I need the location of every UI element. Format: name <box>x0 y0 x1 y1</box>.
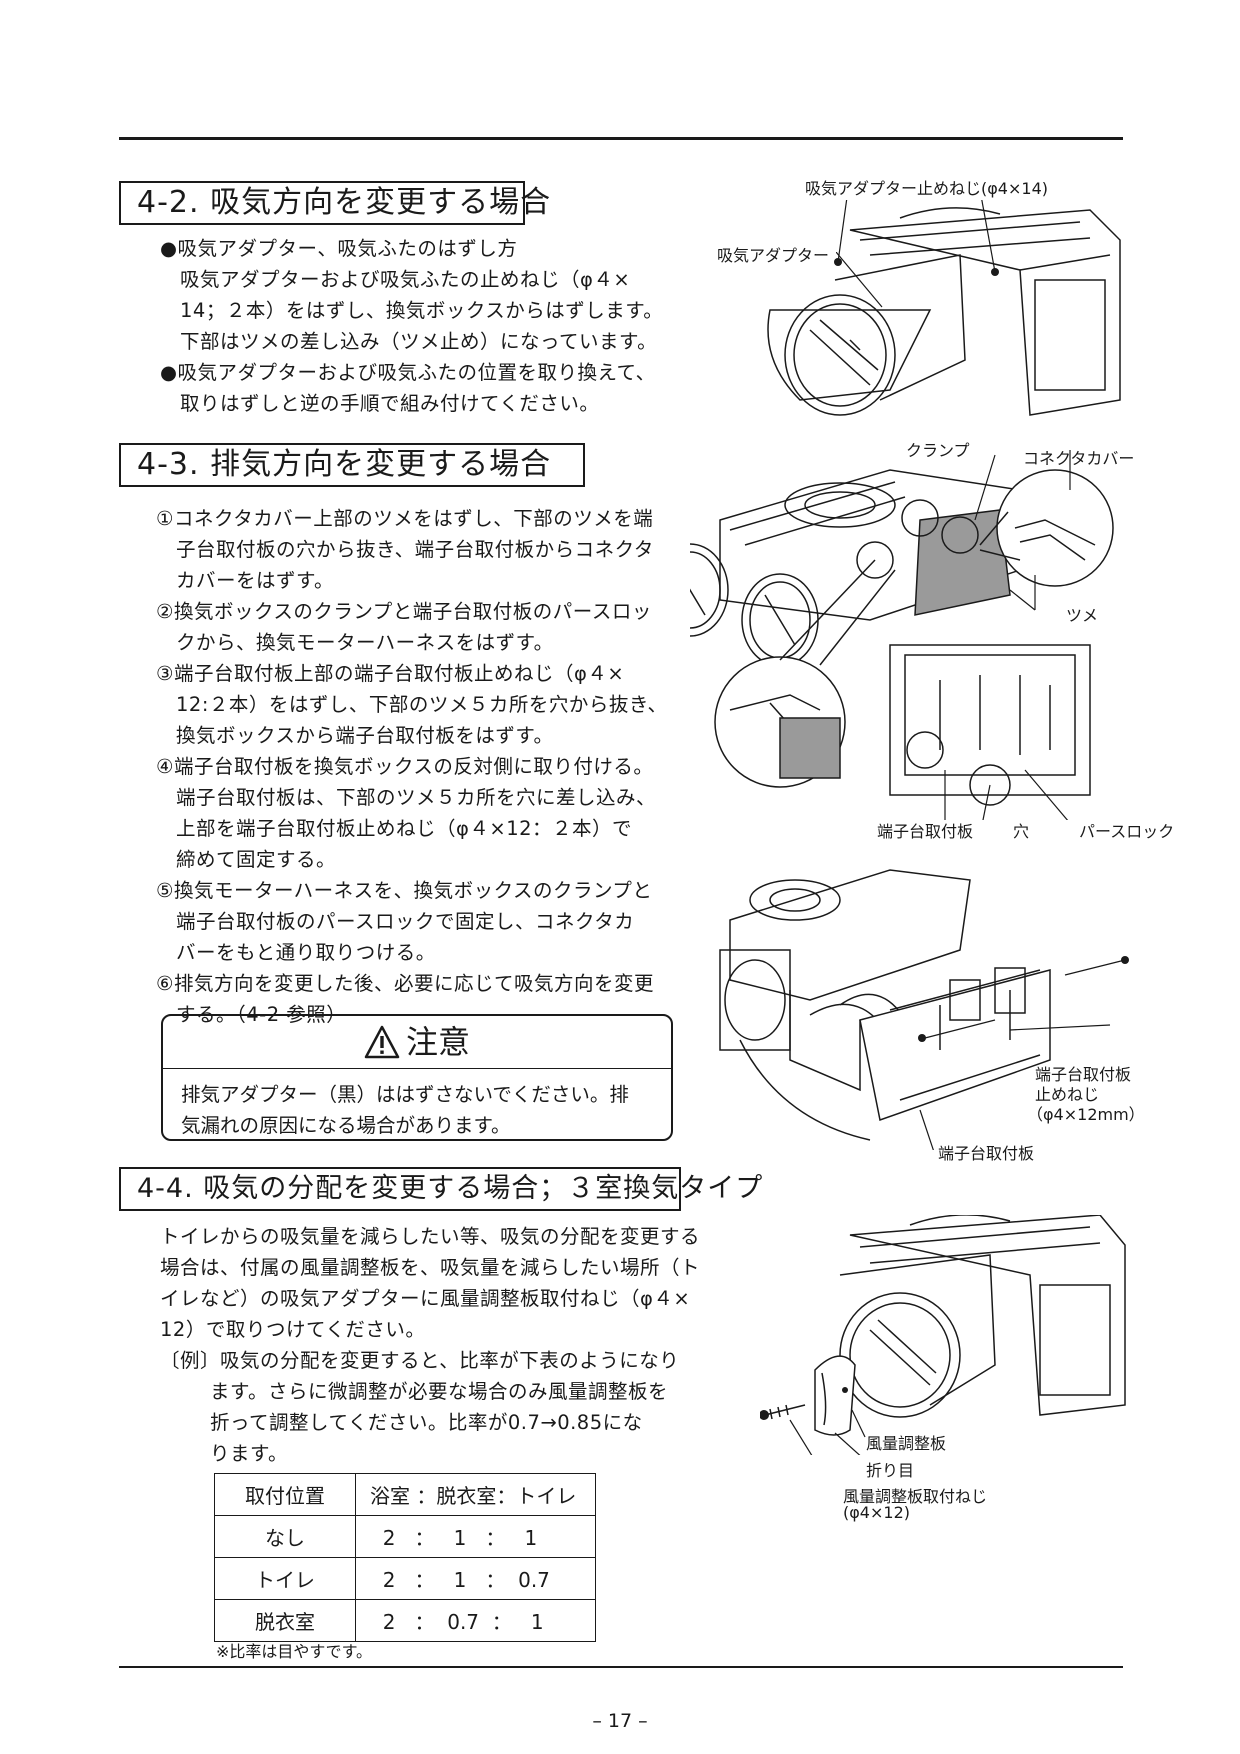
table-cell: なし <box>214 1515 356 1558</box>
text-line: ①コネクタカバー上部のツメをはずし、下部のツメを端 <box>156 507 654 530</box>
text-line: 下部はツメの差し込み（ツメ止め）になっています。 <box>180 330 658 353</box>
caution-heading: 注意 <box>163 1016 671 1069</box>
caution-body: 排気アダプター（黒）ははずさないでください。排 気漏れの原因になる場合があります… <box>163 1069 671 1141</box>
fig4-screw-label-2: (φ4×12) <box>843 1503 910 1522</box>
top-rule <box>119 137 1123 140</box>
text-line: 端子台取付板のパースロックで固定し、コネクタカ <box>176 910 635 933</box>
text-line: 気漏れの原因になる場合があります。 <box>181 1114 511 1137</box>
text-line: 締めて固定する。 <box>176 848 337 871</box>
text-line: 〔例〕吸気の分配を変更すると、比率が下表のようになり <box>160 1349 680 1372</box>
section-4-4-title: 4-4. 吸気の分配を変更する場合；３室換気タイプ <box>119 1167 762 1211</box>
table-cell: 2 ： 0.7 ： 1 <box>355 1599 596 1642</box>
fig4-screw-label-1: 風量調整板取付ねじ <box>843 1487 988 1506</box>
text-line: 換気ボックスから端子台取付板をはずす。 <box>176 724 554 747</box>
intake-adapter-figure <box>767 200 1121 416</box>
fig2-tsume-label: ツメ <box>1066 606 1099 625</box>
text-line: 上部を端子台取付板止めねじ（φ４×12：２本）で <box>176 817 633 840</box>
fig4-damper-label: 風量調整板 <box>866 1434 947 1453</box>
section-4-3-body: ①コネクタカバー上部のツメをはずし、下部のツメを端 子台取付板の穴から抜き、端子… <box>156 503 668 1030</box>
section-4-2-title: 4-2. 吸気方向を変更する場合 <box>119 181 550 225</box>
text-line: バーをもと通り取りつける。 <box>176 941 436 964</box>
text-line: 12:２本）をはずし、下部のツメ５カ所を穴から抜き、 <box>176 693 668 716</box>
section-4-4-body: トイレからの吸気量を減らしたい等、吸気の分配を変更する 場合は、付属の風量調整板… <box>160 1221 700 1469</box>
table-cell: トイレ <box>214 1557 356 1600</box>
text-line: 14；２本）をはずし、換気ボックスからはずします。 <box>180 299 664 322</box>
table-cell: 2 ： 1 ： 0.7 <box>355 1557 596 1600</box>
fig2-terminal-plate-label: 端子台取付板 <box>877 822 974 841</box>
terminal-plate-figure <box>719 869 1129 1150</box>
table-header-row: 取付位置 浴室 ：脱衣室：トイレ <box>214 1473 596 1516</box>
table-cell: 浴室 ：脱衣室：トイレ <box>355 1473 596 1516</box>
fig2-perslock-label: パースロック <box>1079 822 1175 841</box>
text-line: 取りはずしと逆の手順で組み付けてください。 <box>180 392 600 415</box>
text-line: ⑥排気方向を変更した後、必要に応じて吸気方向を変更 <box>156 972 654 995</box>
fig3-screw-label-3: （φ4×12mm） <box>1027 1105 1145 1124</box>
text-line: ります。 <box>210 1442 289 1465</box>
page-number: – 17 – <box>592 1710 648 1732</box>
text-line: ③端子台取付板上部の端子台取付板止めねじ（φ４× <box>156 662 625 685</box>
text-line: 吸気アダプターおよび吸気ふたの止めねじ（φ４× <box>180 268 631 291</box>
text-line: ●吸気アダプターおよび吸気ふたの位置を取り換えて、 <box>160 361 656 384</box>
table-row: トイレ 2 ： 1 ： 0.7 <box>214 1557 596 1600</box>
text-line: ●吸気アダプター、吸気ふたのはずし方 <box>160 237 518 260</box>
connector-cover-figure <box>690 450 1114 820</box>
fig3-plate-label: 端子台取付板 <box>938 1144 1035 1163</box>
fig3-screw-label-2: 止めねじ <box>1035 1085 1100 1104</box>
section-4-2-body: ●吸気アダプター、吸気ふたのはずし方 吸気アダプターおよび吸気ふたの止めねじ（φ… <box>160 233 663 419</box>
table-cell: 取付位置 <box>214 1473 356 1516</box>
text-line: ④端子台取付板を換気ボックスの反対側に取り付ける。 <box>156 755 654 778</box>
fig2-connector-cover-label: コネクタカバー <box>1023 449 1135 468</box>
damper-plate-figure <box>760 1215 1126 1455</box>
table-cell: 脱衣室 <box>214 1599 356 1642</box>
fig4-fold-label: 折り目 <box>866 1461 915 1480</box>
text-line: イレなど）の吸気アダプターに風量調整板取付ねじ（φ４× <box>160 1287 691 1310</box>
text-line: クから、換気モーターハーネスをはずす。 <box>176 631 554 654</box>
text-line: ます。さらに微調整が必要な場合のみ風量調整板を <box>210 1380 669 1403</box>
fig2-hole-label: 穴 <box>1013 822 1030 841</box>
text-line: 排気アダプター（黒）ははずさないでください。排 <box>181 1083 629 1106</box>
ratio-table: 取付位置 浴室 ：脱衣室：トイレ なし 2 ： 1 ： 1 トイレ 2 ： 1 … <box>214 1473 596 1642</box>
text-line: ②換気ボックスのクランプと端子台取付板のパースロッ <box>156 600 652 623</box>
caution-heading-text: 注意 <box>405 1023 470 1061</box>
fig1-screw-label: 吸気アダプター止めねじ(φ4×14) <box>805 179 1048 198</box>
text-line: 子台取付板の穴から抜き、端子台取付板からコネクタ <box>176 538 654 561</box>
bottom-rule <box>119 1666 1123 1668</box>
text-line: トイレからの吸気量を減らしたい等、吸気の分配を変更する <box>160 1225 701 1248</box>
fig1-leader-line <box>836 252 883 308</box>
section-4-3-title: 4-3. 排気方向を変更する場合 <box>119 443 585 487</box>
table-note: ※比率は目やすです。 <box>216 1642 372 1661</box>
text-line: ⑤換気モーターハーネスを、換気ボックスのクランプと <box>156 879 653 902</box>
table-cell: 2 ： 1 ： 1 <box>355 1515 596 1558</box>
text-line: 折って調整してください。比率が0.7→0.85にな <box>210 1411 643 1434</box>
text-line: 12）で取りつけてください。 <box>160 1318 426 1341</box>
table-row: なし 2 ： 1 ： 1 <box>214 1515 596 1558</box>
text-line: 場合は、付属の風量調整板を、吸気量を減らしたい場所（ト <box>160 1256 701 1279</box>
table-row: 脱衣室 2 ： 0.7 ： 1 <box>214 1599 596 1642</box>
fig2-clamp-label: クランプ <box>906 441 970 460</box>
caution-box: 注意 排気アダプター（黒）ははずさないでください。排 気漏れの原因になる場合があ… <box>161 1014 673 1141</box>
fig3-screw-label-1: 端子台取付板 <box>1035 1065 1132 1084</box>
fig1-adapter-label: 吸気アダプター <box>717 246 830 265</box>
text-line: カバーをはずす。 <box>176 569 335 592</box>
text-line: 端子台取付板は、下部のツメ５カ所を穴に差し込み、 <box>176 786 657 809</box>
warning-icon <box>364 1025 400 1059</box>
